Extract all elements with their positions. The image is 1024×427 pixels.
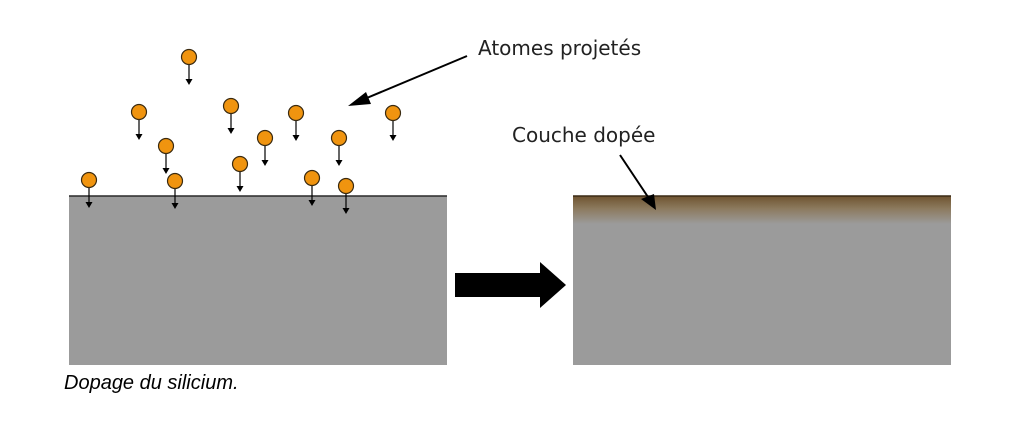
atom-icon (337, 177, 355, 214)
atom-icon (157, 137, 175, 174)
atom-icon (256, 129, 274, 166)
atom-icon (180, 48, 198, 85)
atom-icon (222, 97, 240, 134)
atom-icon (303, 169, 321, 206)
pointer-arrow-doped-layer (619, 154, 656, 210)
atom-icon (166, 172, 184, 209)
atom-icon (130, 103, 148, 140)
pointer-arrow-atoms (348, 55, 468, 106)
label-projected-atoms: Atomes projetés (478, 36, 641, 60)
atom-icon (287, 104, 305, 141)
figure-caption: Dopage du silicium. (64, 372, 239, 394)
atom-icon (330, 129, 348, 166)
label-doped-layer: Couche dopée (512, 123, 655, 147)
doped-layer (573, 196, 951, 224)
right-arrow-icon (455, 262, 566, 308)
atom-icon (80, 171, 98, 208)
atom-icon (384, 104, 402, 141)
atom-icon (231, 155, 249, 192)
substrate-before (69, 195, 447, 365)
substrate-after (573, 195, 951, 365)
projected-atoms (80, 48, 402, 214)
